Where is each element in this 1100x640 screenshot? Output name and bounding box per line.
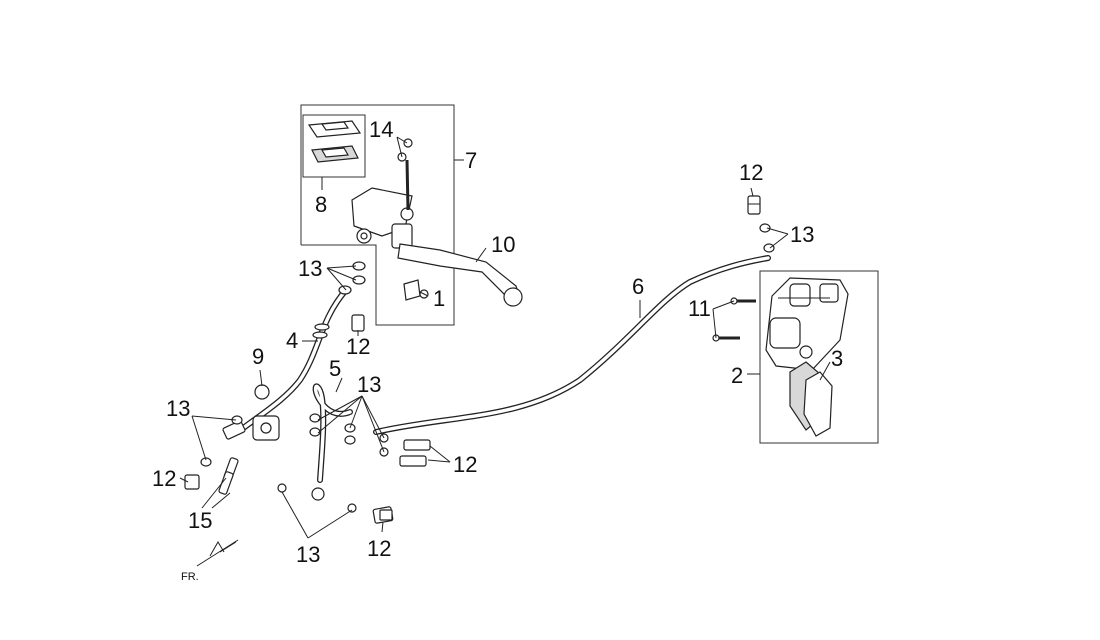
master-cylinder-clamp	[403, 279, 429, 301]
master-cylinder	[351, 187, 414, 249]
banjo-bolt-under-master	[351, 314, 365, 332]
callout-12-under-master: 12	[346, 334, 370, 359]
callout-labels: 14 7 8 10 1 13 12 4 9 6 12 13 11 2 3 5 1…	[152, 117, 843, 567]
callout-13-left: 13	[166, 396, 190, 421]
brake-pads	[789, 361, 833, 437]
master-cylinder-group-frame	[300, 104, 455, 326]
front-direction-indicator: FR.	[181, 539, 239, 583]
callout-13-master: 13	[298, 256, 322, 281]
callout-12-top-right: 12	[739, 160, 763, 185]
banjo-bolt-left	[184, 474, 200, 490]
leader-lines	[179, 136, 831, 539]
callout-11: 11	[688, 296, 711, 321]
callout-12-left: 12	[152, 466, 176, 491]
callout-4: 4	[286, 328, 298, 353]
callout-13-right: 13	[790, 222, 814, 247]
callout-15: 15	[188, 508, 212, 533]
callout-2: 2	[731, 363, 743, 388]
callout-7: 7	[465, 148, 477, 173]
caliper-group-frame	[759, 270, 879, 444]
brake-hose-main	[373, 255, 771, 435]
reservoir-cap-subgroup-frame	[302, 114, 366, 178]
reservoir-cap-and-diaphragm	[307, 120, 362, 163]
direction-label: FR.	[181, 571, 199, 583]
callout-13-bottom: 13	[296, 542, 320, 567]
callout-10: 10	[491, 232, 515, 257]
callout-5: 5	[329, 356, 341, 381]
banjo-bolt-bottom	[372, 506, 394, 524]
callout-12-bottom: 12	[367, 536, 391, 561]
banjo-bolt-top-right	[747, 195, 761, 215]
brake-caliper	[765, 277, 849, 371]
callout-8: 8	[315, 192, 327, 217]
brake-lever	[397, 243, 523, 307]
callout-3: 3	[831, 346, 843, 371]
callout-13-middle: 13	[357, 372, 381, 397]
mounting-bolts	[218, 457, 239, 495]
callout-6: 6	[632, 274, 644, 299]
caliper-pins	[712, 297, 756, 342]
callout-12-right-bolts: 12	[453, 452, 477, 477]
banjo-bolts-right	[399, 439, 431, 467]
callout-9: 9	[252, 344, 264, 369]
callout-1: 1	[433, 286, 445, 311]
brake-hose-loop	[311, 383, 353, 501]
callout-14: 14	[369, 117, 393, 142]
three-way-joint	[222, 384, 280, 441]
